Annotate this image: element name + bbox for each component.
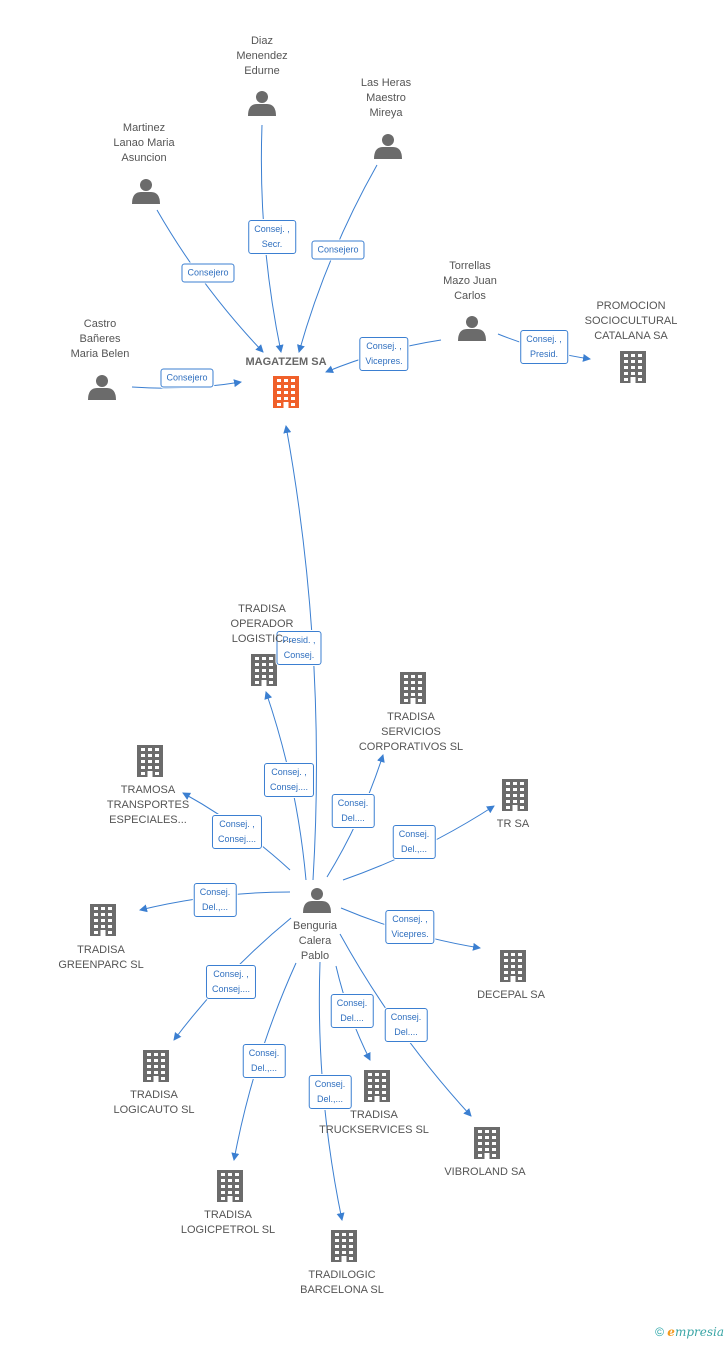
node-label-logicauto[interactable]: TRADISA LOGICAUTO SL [113,1089,195,1116]
node-label-torrellas[interactable]: Torrellas Mazo Juan Carlos [443,260,497,302]
building-icon-tradisa-op[interactable] [251,654,277,686]
edge-label-benguria-to-greenparc[interactable]: Consej. Del.,... [193,883,237,917]
person-icon-benguria[interactable] [303,888,331,913]
building-icon-magatzem[interactable] [273,376,299,408]
edge-label-benguria-to-truckservices[interactable]: Consej. Del.... [330,994,374,1028]
person-icon-diaz[interactable] [248,91,276,116]
building-icon-greenparc[interactable] [90,904,116,936]
building-icon-tradisa-serv[interactable] [400,672,426,704]
building-icon-logicpetrol[interactable] [217,1170,243,1202]
node-label-decepal[interactable]: DECEPAL SA [477,989,545,1001]
building-icon-promocion[interactable] [620,351,646,383]
person-icon-lasheras[interactable] [374,134,402,159]
node-label-tramosa[interactable]: TRAMOSA TRANSPORTES ESPECIALES... [106,784,190,826]
building-icon-tradilogic[interactable] [331,1230,357,1262]
building-icon-decepal[interactable] [500,950,526,982]
building-icon-tramosa[interactable] [137,745,163,777]
node-label-tradisa-serv[interactable]: TRADISA SERVICIOS CORPORATIVOS SL [358,711,464,753]
edge-label-benguria-to-tradisa-serv[interactable]: Consej. Del.... [331,794,375,828]
node-label-tradisa-op[interactable]: TRADISA OPERADOR LOGISTIC... [230,603,294,645]
footer-brand: © empresia [655,1325,724,1339]
building-icon-trsa[interactable] [502,779,528,811]
node-label-vibroland[interactable]: VIBROLAND SA [444,1166,526,1178]
node-label-martinez[interactable]: Martinez Lanao Maria Asuncion [113,122,175,164]
edge-label-benguria-to-trsa[interactable]: Consej. Del.,... [392,825,436,859]
person-icon-martinez[interactable] [132,179,160,204]
person-icon-torrellas[interactable] [458,316,486,341]
building-icon-logicauto[interactable] [143,1050,169,1082]
edge-label-benguria-to-magatzem[interactable]: Presid. , Consej. [276,631,322,665]
empresia-logo[interactable]: empresia [667,1325,724,1339]
building-icon-vibroland[interactable] [474,1127,500,1159]
node-label-lasheras[interactable]: Las Heras Maestro Mireya [360,77,412,119]
edge-label-torrellas-to-promocion[interactable]: Consej. , Presid. [520,330,568,364]
edge-label-lasheras-to-magatzem[interactable]: Consejero [311,240,365,260]
edge-label-benguria-to-tradilogic[interactable]: Consej. Del.,... [308,1075,352,1109]
node-label-trsa[interactable]: TR SA [496,818,530,830]
edge-label-benguria-to-decepal[interactable]: Consej. , Vicepres. [385,910,435,944]
edge-label-torrellas-to-magatzem[interactable]: Consej. , Vicepres. [359,337,409,371]
edge-martinez-to-magatzem [156,209,264,353]
edge-label-benguria-to-vibroland[interactable]: Consej. Del.... [384,1008,428,1042]
copyright-symbol: © [655,1325,664,1339]
node-label-truckservices[interactable]: TRADISA TRUCKSERVICES SL [319,1109,429,1136]
edge-label-benguria-to-logicauto[interactable]: Consej. , Consej.... [205,965,257,999]
edge-label-benguria-to-logicpetrol[interactable]: Consej. Del.,... [242,1044,286,1078]
node-label-magatzem[interactable]: MAGATZEM SA [245,356,327,368]
edge-label-benguria-to-tradisa-op[interactable]: Consej. , Consej.... [263,763,315,797]
node-label-benguria[interactable]: Benguria Calera Pablo [292,920,338,962]
edge-label-castro-to-magatzem[interactable]: Consejero [160,368,214,388]
person-icon-castro[interactable] [88,375,116,400]
node-label-logicpetrol[interactable]: TRADISA LOGICPETROL SL [180,1209,276,1236]
edge-label-benguria-to-tramosa[interactable]: Consej. , Consej.... [211,815,263,849]
building-icon-truckservices[interactable] [364,1070,390,1102]
node-label-greenparc[interactable]: TRADISA GREENPARC SL [58,944,144,971]
node-label-castro[interactable]: Castro Bañeres Maria Belen [70,318,130,360]
node-label-diaz[interactable]: Diaz Menendez Edurne [236,35,288,77]
edge-castro-to-magatzem [131,379,242,389]
edge-label-diaz-to-magatzem[interactable]: Consej. , Secr. [248,220,296,254]
edge-label-martinez-to-magatzem[interactable]: Consejero [181,263,235,283]
node-label-promocion[interactable]: PROMOCION SOCIOCULTURAL CATALANA SA [584,300,678,342]
node-label-tradilogic[interactable]: TRADILOGIC BARCELONA SL [300,1269,384,1296]
